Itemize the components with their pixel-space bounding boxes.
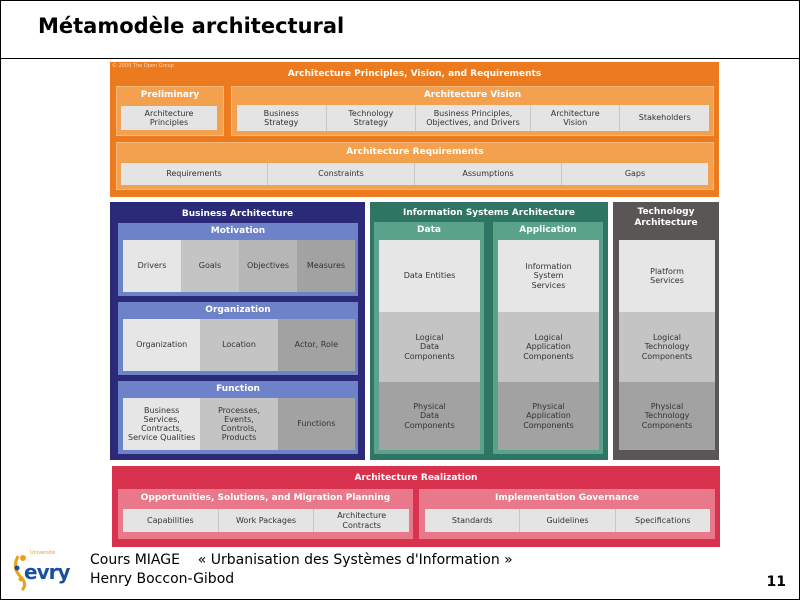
- vision-title: Architecture Vision: [423, 90, 522, 100]
- function-strip: Business Services, Contracts, Service Qu…: [123, 398, 355, 450]
- requirements-strip: Requirements Constraints Assumptions Gap…: [121, 163, 708, 185]
- motivation-item: Objectives: [239, 240, 297, 292]
- function-item: Processes, Events, Controls, Products: [200, 398, 278, 450]
- technology-item: Logical Technology Components: [619, 312, 715, 382]
- application-title: Application: [519, 225, 577, 235]
- function-item: Functions: [277, 398, 355, 450]
- motivation-item: Drivers: [123, 240, 181, 292]
- logo-small-text: Université: [30, 550, 56, 556]
- governance-title: Implementation Governance: [494, 493, 640, 503]
- motivation-item: Goals: [181, 240, 239, 292]
- principles-title: Architecture Principles, Vision, and Req…: [287, 69, 542, 79]
- page-number: 11: [766, 574, 786, 590]
- requirements-item: Gaps: [624, 169, 646, 179]
- organization-item: Actor, Role: [277, 319, 355, 371]
- governance-item: Specifications: [635, 515, 691, 525]
- governance-item: Guidelines: [520, 509, 616, 532]
- requirements-item: Requirements: [121, 163, 268, 185]
- is-title: Information Systems Architecture: [402, 208, 576, 218]
- title-bar: Métamodèle architectural: [0, 0, 800, 59]
- motivation-title: Motivation: [210, 226, 266, 236]
- vision-strip: Business Strategy Technology Strategy Bu…: [237, 105, 709, 131]
- organization-item: Location: [200, 319, 278, 371]
- preliminary-title: Preliminary: [140, 90, 200, 100]
- footer-course: Cours MIAGE « Urbanisation des Systèmes …: [90, 552, 513, 568]
- application-item: Information System Services: [498, 240, 599, 312]
- organization-item: Organization: [123, 319, 201, 371]
- function-item: Business Services, Contracts, Service Qu…: [123, 398, 201, 450]
- footer-author: Henry Boccon-Gibod: [90, 571, 235, 587]
- opportunities-item: Architecture Contracts: [337, 511, 387, 530]
- vision-item: Technology Strategy: [327, 105, 417, 131]
- technology-item: Physical Technology Components: [619, 382, 715, 450]
- application-item: Logical Application Components: [498, 312, 599, 382]
- opportunities-item: Capabilities: [123, 509, 219, 532]
- university-logo: Université evry: [8, 546, 71, 592]
- technology-title: Technology Architecture: [634, 207, 698, 228]
- organization-title: Organization: [205, 305, 271, 315]
- technology-item: Platform Services: [619, 240, 715, 312]
- application-item: Physical Application Components: [498, 382, 599, 450]
- governance-strip: Standards Guidelines Specifications: [425, 509, 710, 532]
- data-item: Data Entities: [379, 240, 480, 312]
- organization-strip: Organization Location Actor, Role: [123, 319, 355, 371]
- vision-item: Business Principles, Objectives, and Dri…: [416, 105, 531, 131]
- vision-item: Business Strategy: [237, 105, 327, 131]
- logo-graphic: [13, 555, 27, 592]
- logo-text: evry: [24, 560, 71, 584]
- function-title: Function: [216, 384, 260, 394]
- requirements-item: Constraints: [268, 163, 415, 185]
- opportunities-strip: Capabilities Work Packages Architecture …: [123, 509, 409, 532]
- vision-item: Architecture Vision: [531, 105, 621, 131]
- business-title: Business Architecture: [181, 209, 294, 219]
- opportunities-item: Work Packages: [219, 509, 315, 532]
- copyright-text: © 2009 The Open Group: [112, 63, 174, 69]
- requirements-title: Architecture Requirements: [346, 147, 484, 157]
- preliminary-item: Architecture Principles: [121, 106, 217, 130]
- realization-title: Architecture Realization: [354, 473, 478, 483]
- motivation-item: Measures: [297, 240, 355, 292]
- data-title: Data: [417, 225, 441, 235]
- vision-item: Stakeholders: [638, 113, 691, 123]
- motivation-strip: Drivers Goals Objectives Measures: [123, 240, 355, 292]
- governance-item: Standards: [425, 509, 521, 532]
- requirements-item: Assumptions: [415, 163, 562, 185]
- slide-title: Métamodèle architectural: [38, 14, 345, 38]
- data-item: Physical Data Components: [379, 382, 480, 450]
- opportunities-title: Opportunities, Solutions, and Migration …: [140, 493, 391, 503]
- data-item: Logical Data Components: [379, 312, 480, 382]
